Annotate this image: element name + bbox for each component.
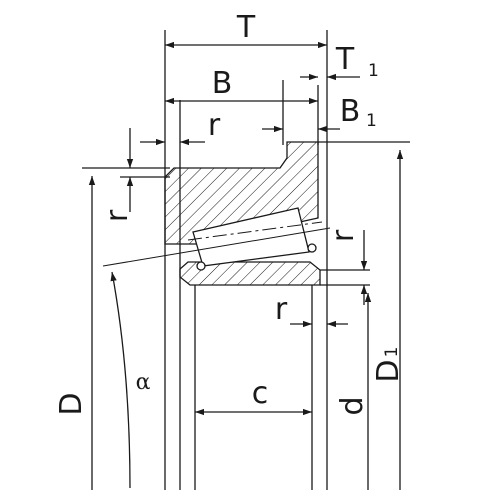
- alpha-arc: [110, 271, 131, 489]
- roller-axis: [187, 221, 323, 241]
- label-D1: D: [371, 359, 406, 382]
- label-r-right: r: [326, 229, 361, 242]
- label-r-top: r: [208, 108, 221, 143]
- label-r-left: r: [100, 209, 135, 222]
- label-alpha: α: [136, 370, 151, 395]
- label-B1: B: [340, 94, 361, 129]
- label-B1-sub: 1: [366, 111, 377, 131]
- contact-angle-line: [102, 227, 331, 267]
- label-D1-sub: 1: [382, 347, 402, 358]
- roller-pin-top: [307, 243, 317, 253]
- inner-ring: [179, 261, 321, 286]
- label-d: d: [335, 396, 370, 415]
- label-D: D: [54, 392, 89, 415]
- label-c: c: [252, 376, 269, 411]
- label-B: B: [212, 66, 233, 101]
- roller-pin-bottom: [196, 261, 206, 271]
- label-T: T: [236, 10, 256, 45]
- tapered-roller: [192, 207, 310, 267]
- label-T1: T: [335, 42, 355, 77]
- label-T1-sub: 1: [368, 61, 379, 81]
- label-r-bottom: r: [275, 292, 288, 327]
